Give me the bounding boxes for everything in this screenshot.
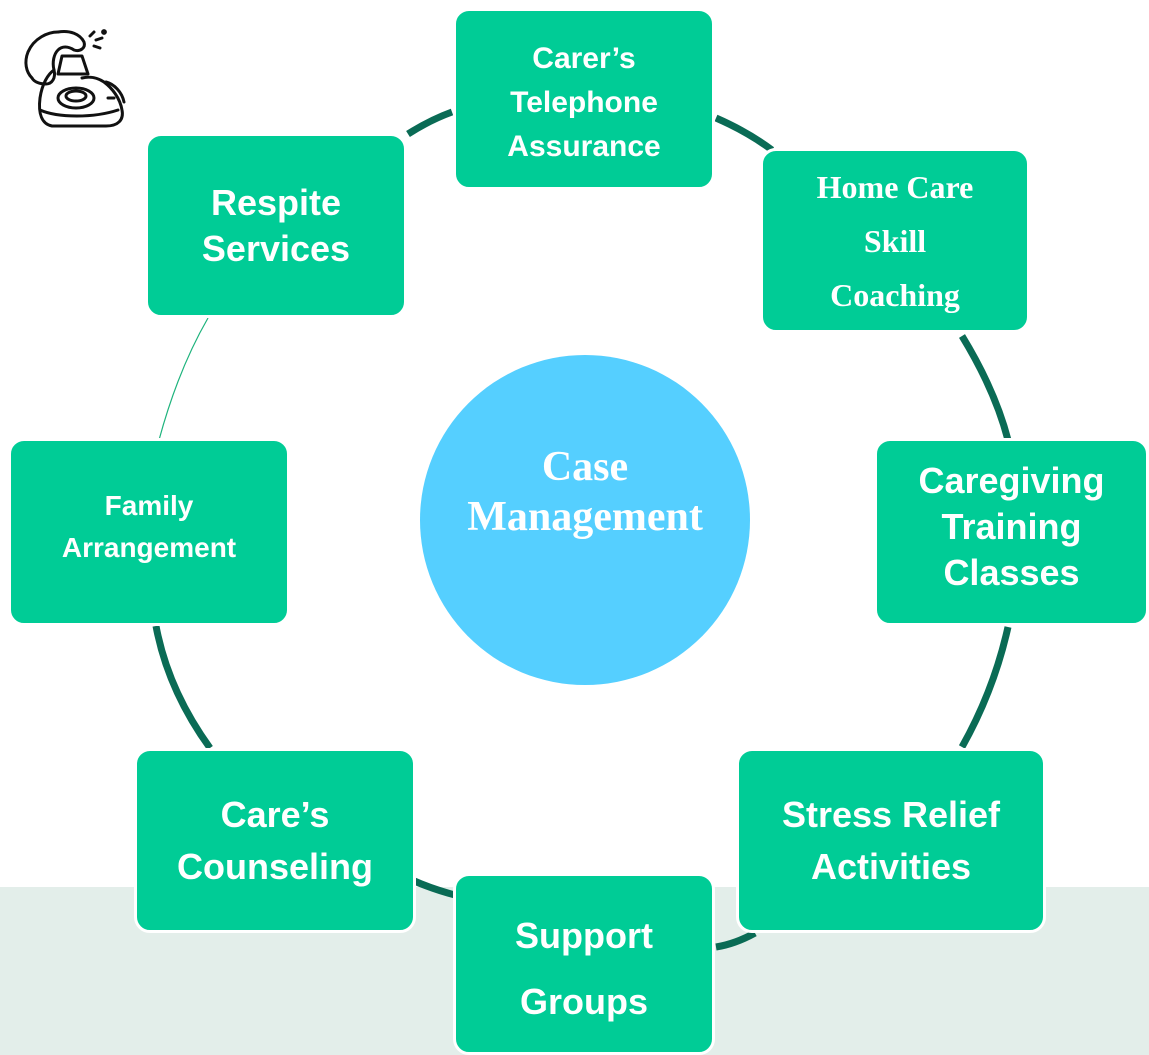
node-label-cares-counseling: Care’s Counseling (177, 793, 373, 887)
node-home-care-skill-coaching: Home Care Skill Coaching (760, 148, 1030, 333)
node-cares-counseling: Care’s Counseling (134, 748, 416, 933)
node-support-groups: Support Groups (453, 873, 715, 1055)
connector-arc-family-respite (158, 317, 209, 441)
connector-arc-respite-telephone (406, 108, 454, 137)
connector-arc-counseling-family (152, 625, 213, 751)
connector-arc-caregiving-stress (958, 626, 1012, 749)
connector-arc-stress-support (715, 929, 757, 951)
case-management-hub: Case Management (420, 355, 750, 685)
case-management-label: Case Management (467, 443, 703, 540)
connector-arc-homecare-caregiving (959, 334, 1012, 441)
telephone-icon (24, 29, 126, 128)
connector-arc-support-counseling (410, 876, 456, 899)
node-label-support-groups: Support Groups (515, 915, 653, 1022)
node-label-caregiving-training-classes: Caregiving Training Classes (918, 460, 1105, 593)
node-respite-services: Respite Services (145, 133, 407, 318)
node-carers-telephone-assurance: Carer’s Telephone Assurance (453, 8, 715, 190)
node-label-carers-telephone-assurance: Carer’s Telephone Assurance (507, 42, 661, 163)
node-family-arrangement: Family Arrangement (8, 438, 290, 626)
node-label-home-care-skill-coaching: Home Care Skill Coaching (816, 168, 974, 313)
node-label-stress-relief-activities: Stress Relief Activities (781, 793, 1001, 887)
node-label-family-arrangement: Family Arrangement (61, 490, 237, 563)
node-stress-relief-activities: Stress Relief Activities (736, 748, 1046, 933)
node-caregiving-training-classes: Caregiving Training Classes (874, 438, 1149, 626)
connector-arc-telephone-homecare (714, 114, 775, 153)
node-label-respite-services: Respite Services (201, 181, 351, 269)
